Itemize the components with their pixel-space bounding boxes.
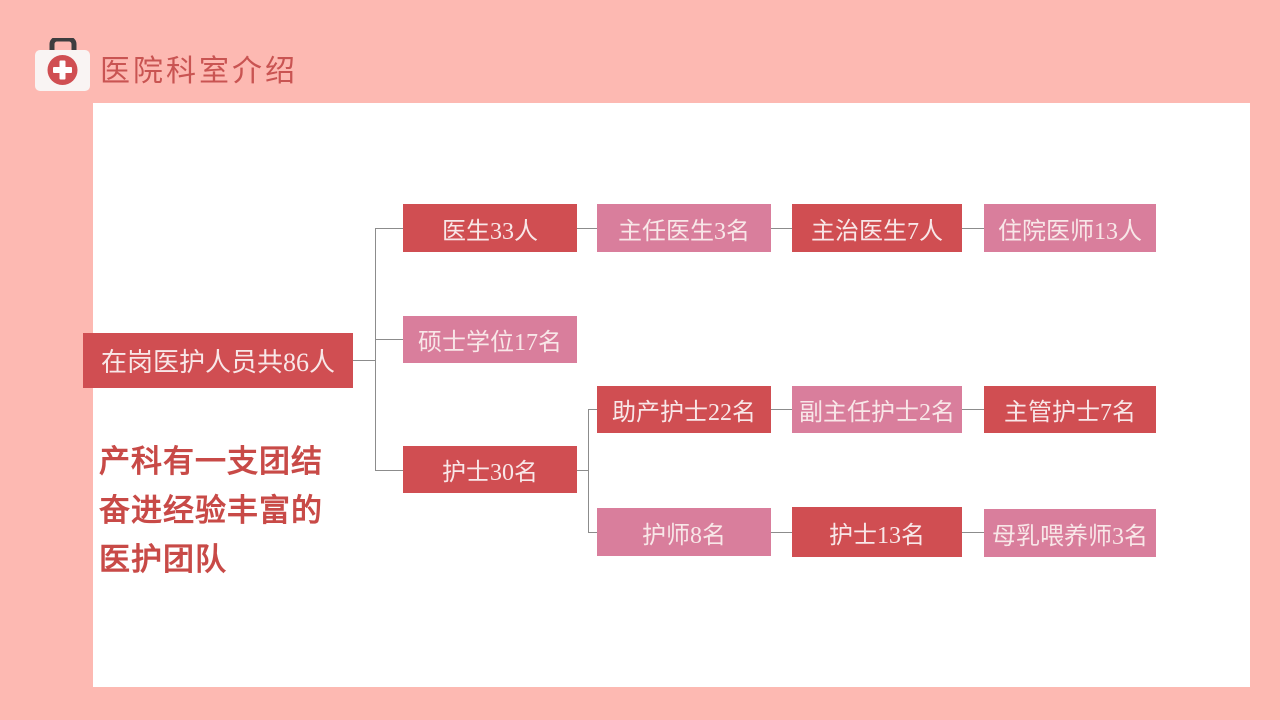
connector-line [771,409,792,410]
org-node-midwife-nurse: 助产护士22名 [597,386,771,433]
org-node-nurses: 护士30名 [403,446,577,493]
intro-caption: 产科有一支团结 奋进经验丰富的 医护团队 [99,437,323,584]
intro-line: 产科有一支团结 [99,444,323,479]
connector-line [962,532,984,533]
connector-line [962,228,984,229]
connector-line [375,339,403,340]
connector-line [375,228,376,471]
connector-line [771,228,792,229]
connector-line [588,532,597,533]
connector-line [577,470,588,471]
connector-line [588,409,597,410]
org-node-chief-doctor: 主任医生3名 [597,204,771,252]
org-node-resident-doctor: 住院医师13人 [984,204,1156,252]
intro-line: 医护团队 [99,542,227,577]
org-node-junior-nurse: 护士13名 [792,507,962,557]
org-node-deputy-chief-nurse: 副主任护士2名 [792,386,962,433]
connector-line [577,228,597,229]
org-node-lactation-consultant: 母乳喂养师3名 [984,509,1156,557]
org-node-root: 在岗医护人员共86人 [83,333,353,388]
org-node-master-degree: 硕士学位17名 [403,316,577,363]
org-node-doctors: 医生33人 [403,204,577,252]
org-node-charge-nurse: 主管护士7名 [984,386,1156,433]
connector-line [588,409,589,533]
org-node-attending-doctor: 主治医生7人 [792,204,962,252]
org-node-nurse-practitioner: 护师8名 [597,508,771,556]
intro-line: 奋进经验丰富的 [99,493,323,528]
first-aid-kit-icon [33,36,91,97]
connector-line [375,470,403,471]
connector-line [962,409,984,410]
page-title: 医院科室介绍 [100,55,298,88]
connector-line [353,360,375,361]
connector-line [771,532,792,533]
connector-line [375,228,403,229]
